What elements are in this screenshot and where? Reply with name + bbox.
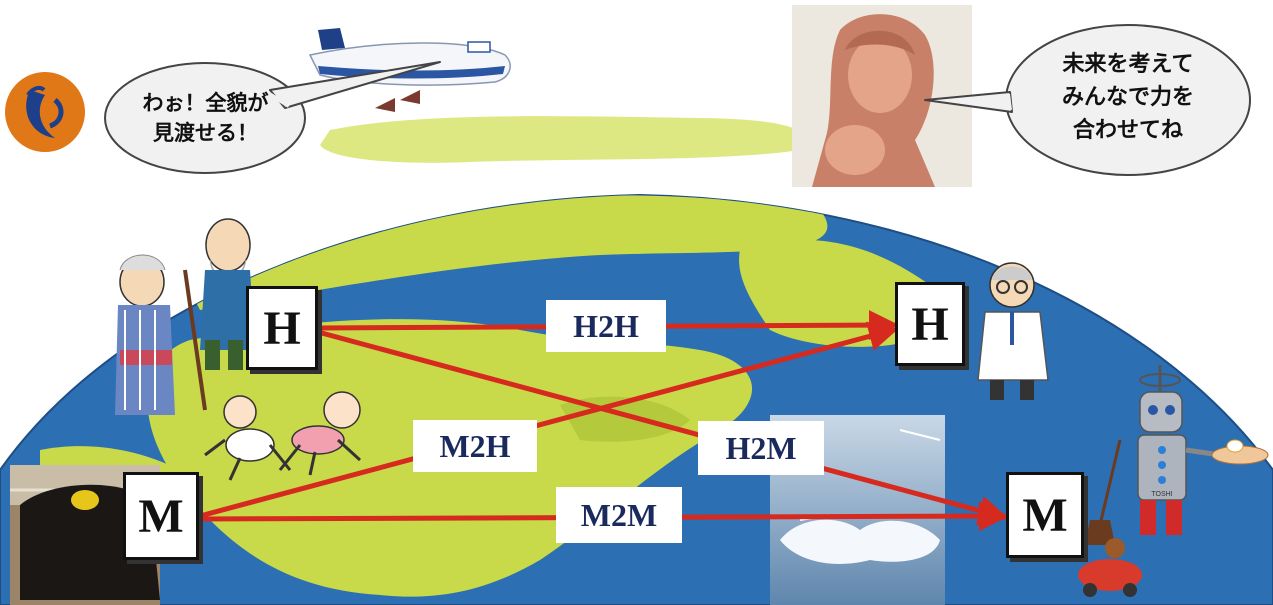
node-machine-right: M (1006, 472, 1084, 558)
logo-icon (5, 72, 85, 152)
speech-line: 未来を考えて (1030, 48, 1226, 81)
node-human-left: H (246, 286, 318, 370)
node-machine-left: M (123, 472, 199, 560)
node-human-right: H (895, 282, 965, 366)
speech-line: 見渡せる！ (128, 118, 283, 148)
label-m2m: M2M (556, 487, 682, 543)
cloud-band (320, 116, 805, 163)
label-h2h: H2H (546, 300, 666, 352)
speech-line: わぉ！全貌が (128, 88, 283, 118)
speech-text-right: 未来を考えて みんなで力を 合わせてね (1030, 48, 1226, 147)
speech-text-left: わぉ！全貌が 見渡せる！ (128, 88, 283, 148)
speech-line: 合わせてね (1030, 114, 1226, 147)
label-h2m: H2M (698, 421, 824, 475)
speech-line: みんなで力を (1030, 81, 1226, 114)
statue-photo (792, 5, 972, 187)
label-m2h: M2H (413, 420, 537, 472)
robot-chest-text: TOSHI (1151, 491, 1172, 498)
